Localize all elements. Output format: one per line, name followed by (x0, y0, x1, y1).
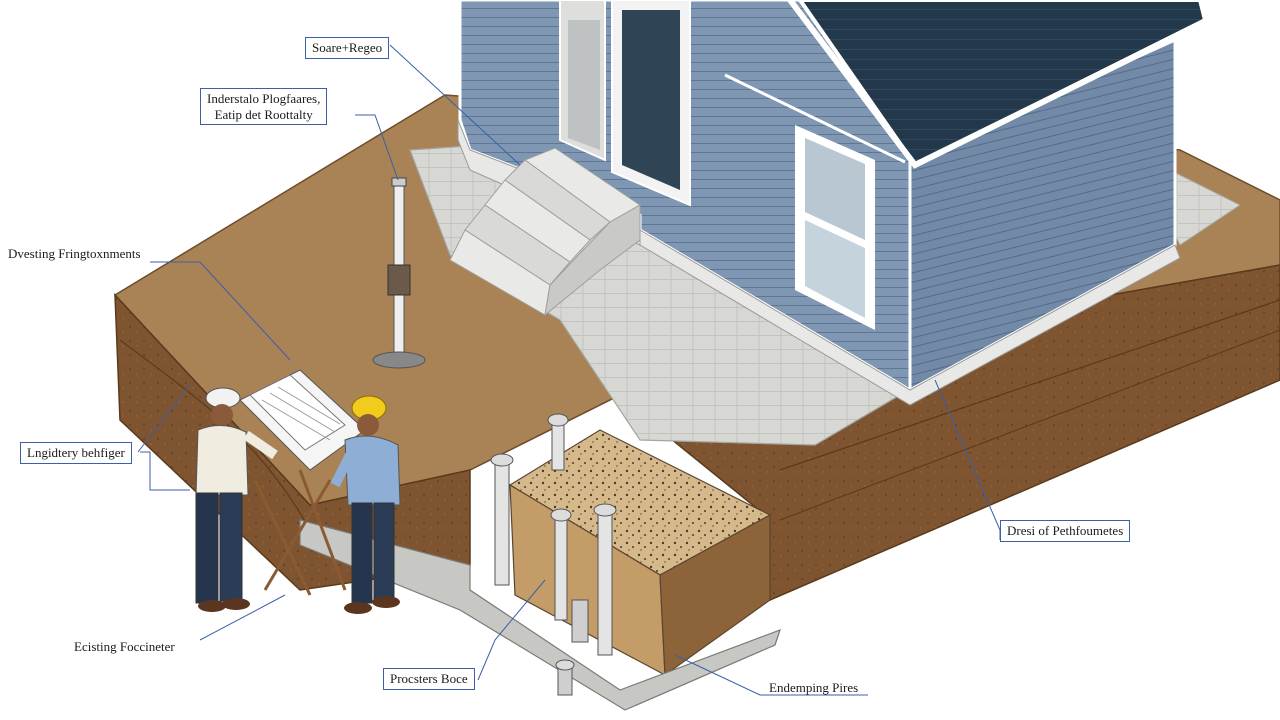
label-procedures: Procsters Boce (383, 668, 475, 690)
gravel-side (659, 513, 771, 677)
worker-right (330, 395, 401, 614)
label-understate: Inderstalo Plogfaares, Eatip det Roottal… (200, 88, 328, 126)
label-service-region: Soare+Regeo (305, 37, 390, 59)
label-engineer: Lngidtery behfiger (20, 442, 132, 464)
label-dress: Dresi of Pethfoumetes (1000, 520, 1131, 542)
label-dwelling: Dvesting Fringtoxnments (8, 246, 141, 261)
label-underpinning: Endemping Pires (769, 680, 859, 695)
worker-left (195, 387, 278, 612)
piers (490, 413, 617, 696)
label-understate-line2: Eatip det Roottalty (214, 106, 313, 122)
label-understate-line1: Inderstalo Plogfaares, (207, 91, 321, 106)
label-existing-foundation: Ecisting Foccineter (74, 639, 175, 654)
drafting-table (239, 369, 366, 596)
